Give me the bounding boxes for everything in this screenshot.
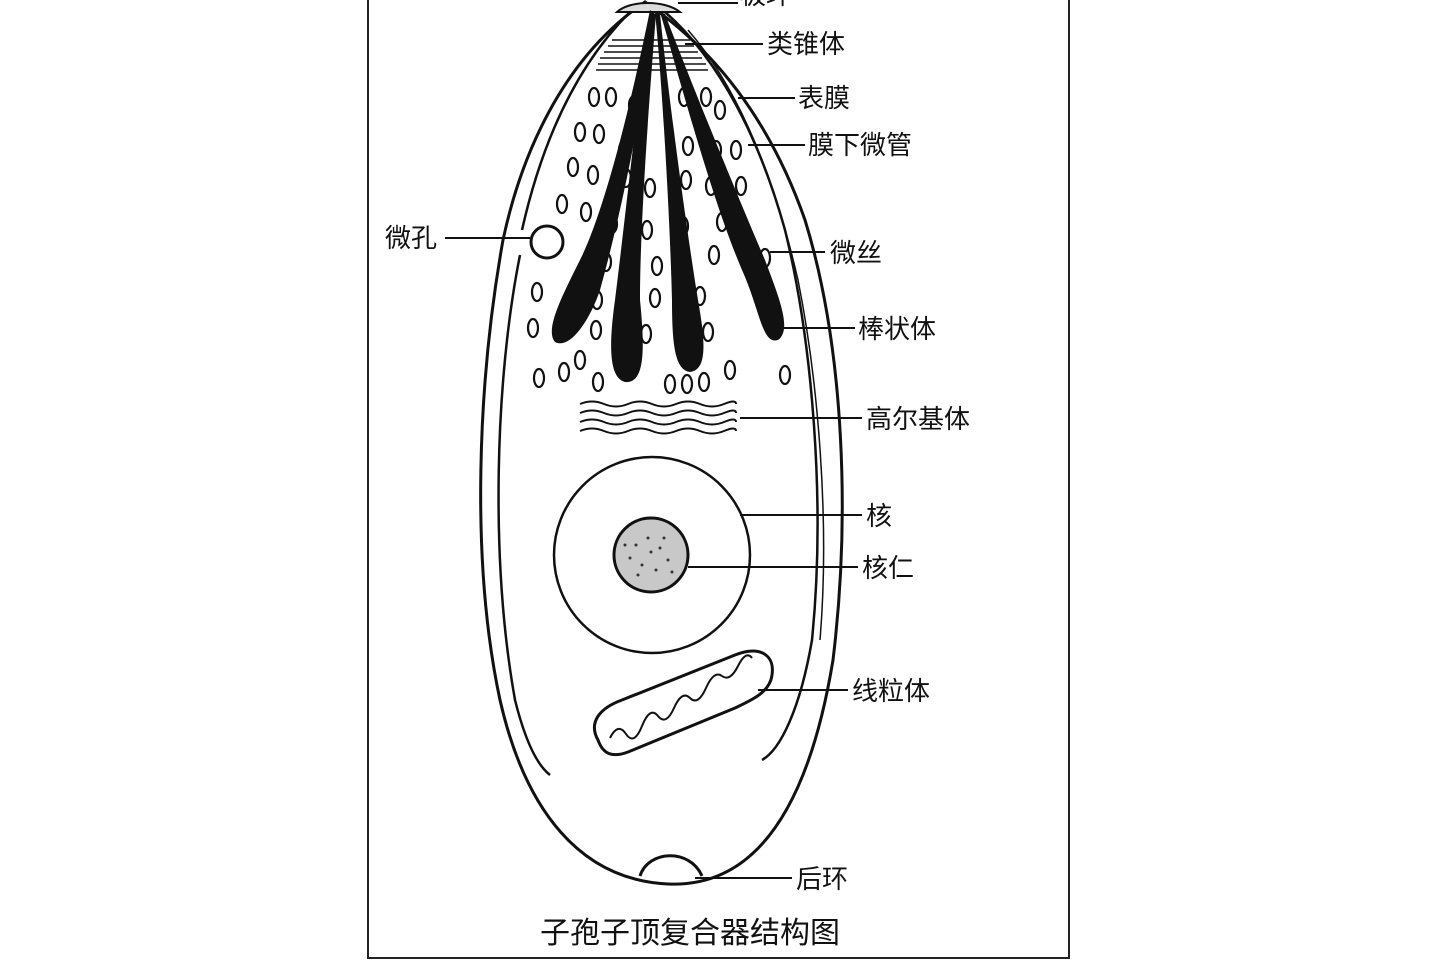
label-subpellicular-microtubule: 膜下微管 (808, 131, 912, 161)
label-micropore: 微孔 (385, 224, 437, 254)
micropore-shape (529, 224, 565, 260)
label-mitochondrion: 线粒体 (852, 677, 930, 707)
golgi-shape (579, 400, 737, 435)
label-nucleus: 核 (866, 502, 892, 532)
label-microneme: 微丝 (830, 239, 882, 269)
mitochondrion-shape (592, 649, 774, 757)
leader-lines (445, 2, 862, 879)
inner-membrane-left-upper (520, 11, 631, 231)
inner-membrane-right (664, 11, 819, 762)
polar-ring-shape (614, 2, 683, 13)
label-nucleolus: 核仁 (862, 554, 914, 584)
nucleolus-texture (623, 536, 674, 577)
micronemes-shape (526, 86, 792, 395)
cell-outer-membrane (479, 0, 844, 886)
figure-caption: 子孢子顶复合器结构图 (540, 916, 840, 951)
label-pellicle: 表膜 (798, 84, 850, 114)
label-rhoptry: 棒状体 (858, 315, 936, 345)
posterior-ring-shape (638, 854, 704, 877)
subpellicular-microtubule-line (687, 29, 825, 641)
inner-membrane-left-lower (497, 254, 551, 776)
nucleolus-shape (612, 516, 690, 594)
label-posterior-ring: 后环 (796, 865, 848, 895)
label-golgi: 高尔基体 (866, 405, 970, 435)
rhoptries-shape (551, 10, 785, 383)
nucleus-shape (552, 455, 752, 655)
label-polar-ring: 极环 (740, 0, 792, 11)
label-conoid: 类锥体 (767, 30, 845, 60)
